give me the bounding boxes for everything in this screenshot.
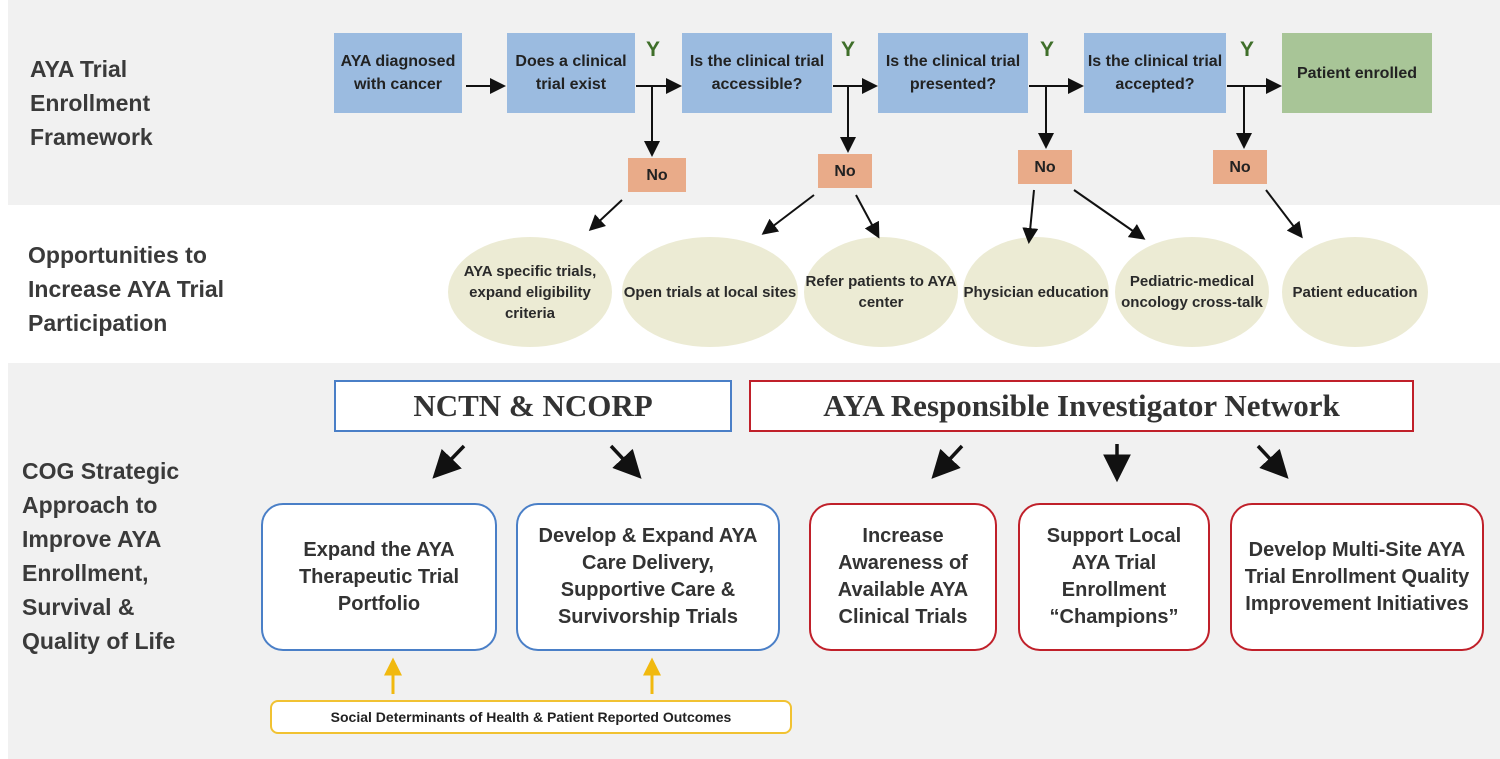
arrow-strat-1	[432, 444, 466, 479]
yes-label-1: Y	[646, 38, 661, 61]
no-box-4: No	[1213, 150, 1267, 184]
opportunity-physician-education: Physician education	[963, 237, 1109, 347]
strategy-care-delivery: Develop & Expand AYA Care Delivery, Supp…	[516, 503, 780, 651]
strategy-awareness: Increase Awareness of Available AYA Clin…	[809, 503, 997, 651]
opportunity-cross-talk: Pediatric-medical oncology cross-talk	[1115, 237, 1269, 347]
arrow-opp-4	[1022, 189, 1039, 244]
arrow-strat-5	[1256, 444, 1289, 479]
arrow-opp-3	[855, 194, 880, 239]
step-trial-accessible: Is the clinical trial accessible?	[682, 33, 832, 113]
yes-label-2: Y	[841, 38, 856, 61]
step-trial-accepted: Is the clinical trial accepted?	[1084, 33, 1226, 113]
arrow-strat-2	[609, 444, 642, 479]
arrow-strat-3	[931, 444, 964, 479]
opportunity-patient-education: Patient education	[1282, 237, 1428, 347]
opportunity-local-sites: Open trials at local sites	[622, 237, 798, 347]
step-trial-exist: Does a clinical trial exist	[507, 33, 635, 113]
no-box-2: No	[818, 154, 872, 188]
sdoh-box: Social Determinants of Health & Patient …	[270, 700, 792, 734]
arrow-opp-6	[1265, 189, 1303, 239]
strategy-label: COG Strategic Approach to Improve AYA En…	[22, 458, 180, 654]
yes-label-3: Y	[1040, 38, 1055, 61]
no-box-3: No	[1018, 150, 1072, 184]
step-trial-presented: Is the clinical trial presented?	[878, 33, 1028, 113]
nctn-ncorp-header: NCTN & NCORP	[334, 380, 732, 432]
opportunities-label: Opportunities to Increase AYA Trial Part…	[28, 242, 225, 336]
step-patient-enrolled: Patient enrolled	[1282, 33, 1432, 113]
arrow-opp-5	[1073, 189, 1146, 240]
no-box-1: No	[628, 158, 686, 192]
framework-label: AYA Trial Enrollment Framework	[30, 56, 153, 150]
opportunity-refer-patients: Refer patients to AYA center	[804, 237, 958, 347]
step-diagnosed: AYA diagnosed with cancer	[334, 33, 462, 113]
opportunity-aya-trials: AYA specific trials, expand eligibility …	[448, 237, 612, 347]
aya-network-header: AYA Responsible Investigator Network	[749, 380, 1414, 432]
yes-label-4: Y	[1240, 38, 1255, 61]
strategy-therapeutic-portfolio: Expand the AYA Therapeutic Trial Portfol…	[261, 503, 497, 651]
arrow-opp-2	[761, 194, 815, 235]
strategy-champions: Support Local AYA Trial Enrollment “Cham…	[1018, 503, 1210, 651]
arrow-opp-1	[588, 199, 623, 232]
strategy-quality-improvement: Develop Multi-Site AYA Trial Enrollment …	[1230, 503, 1484, 651]
